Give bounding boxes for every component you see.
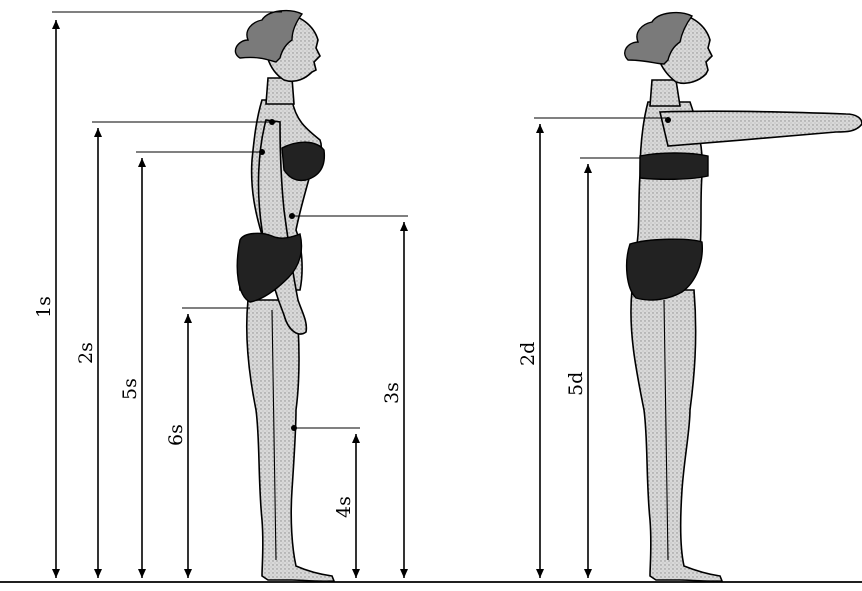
figure-arms-forward [625,13,862,582]
dimension-5s: 5s [119,152,264,578]
figure-standing-side [235,11,334,582]
dimension-4s: 4s [294,428,360,578]
dimension-3s: 3s [292,216,408,578]
dimension-label-6s: 6s [165,424,187,446]
dimension-label-5d: 5d [565,372,587,396]
dimension-6s: 6s [165,308,250,578]
dimension-label-3s: 3s [381,382,403,404]
dimension-label-1s: 1s [33,296,55,318]
dimension-label-4s: 4s [333,496,355,518]
dimension-5d: 5d [565,158,640,578]
dimension-2s: 2s [75,122,276,578]
dimension-label-2d: 2d [517,342,539,366]
dimension-label-5s: 5s [119,378,141,400]
dimension-label-2s: 2s [75,342,97,364]
